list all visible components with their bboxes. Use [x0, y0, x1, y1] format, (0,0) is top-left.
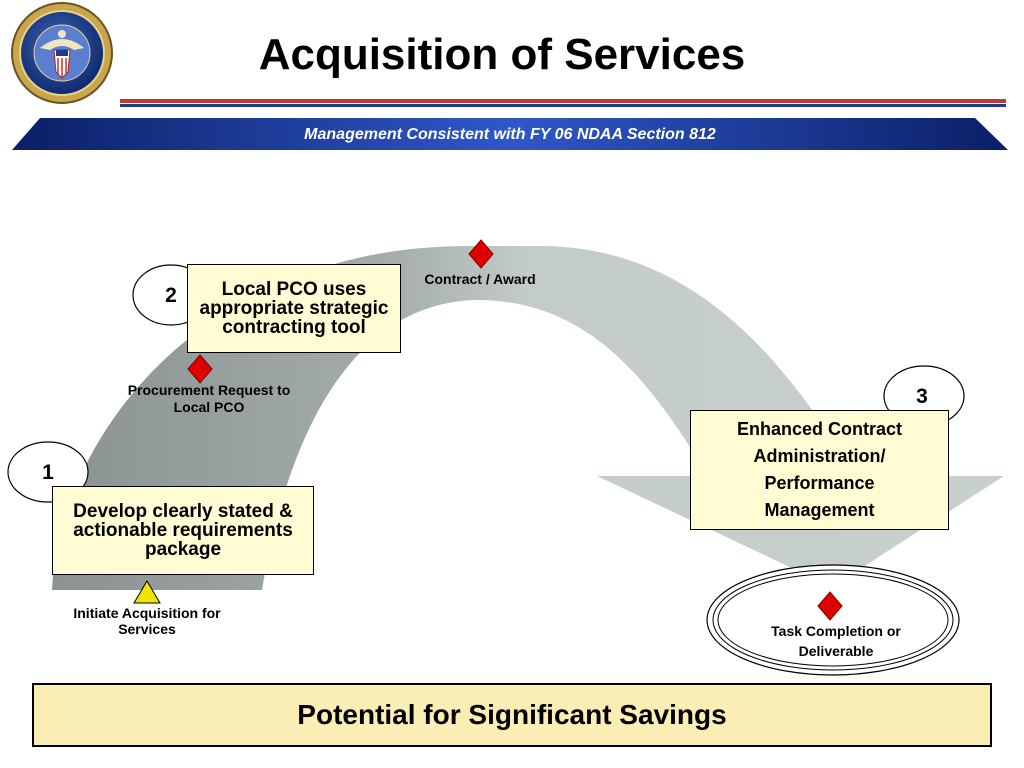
- savings-text: Potential for Significant Savings: [297, 699, 727, 730]
- step-3-number: 3: [916, 385, 928, 408]
- contract-award-label: Contract / Award: [424, 271, 536, 287]
- procurement-request-diamond-icon: [187, 354, 213, 384]
- banner-subtitle: Management Consistent with FY 06 NDAA Se…: [304, 126, 716, 143]
- task-completion-ring: [706, 564, 960, 676]
- procurement-request-label: Procurement Request to Local PCO: [127, 382, 291, 415]
- savings-callout: Potential for Significant Savings: [32, 683, 992, 747]
- initiate-label: Initiate Acquisition for Services: [73, 605, 221, 637]
- step-1-number: 1: [42, 461, 54, 484]
- step-1-box: Develop clearly stated & actionable requ…: [52, 486, 314, 575]
- title-rule-blue: [120, 104, 1006, 107]
- task-completion-label: Task Completion or Deliverable: [771, 623, 901, 659]
- contract-award-diamond-icon: [468, 239, 494, 269]
- step-2-box: Local PCO uses appropriate strategic con…: [187, 264, 401, 353]
- banner-ribbon: [12, 118, 1008, 150]
- title-rule-red: [120, 99, 1006, 103]
- step-2-number: 2: [165, 284, 177, 307]
- task-completion-diamond-icon: [817, 591, 843, 621]
- dod-seal-icon: [11, 2, 113, 104]
- step-3-box: Enhanced Contract Administration/ Perfor…: [690, 410, 949, 530]
- step-2-text: Local PCO uses appropriate strategic con…: [199, 279, 389, 338]
- step-1-text: Develop clearly stated & actionable requ…: [73, 501, 293, 560]
- initiate-triangle-icon: [133, 580, 161, 604]
- page-title: Acquisition of Services: [258, 30, 746, 79]
- step-3-text: Enhanced Contract Administration/ Perfor…: [736, 419, 903, 520]
